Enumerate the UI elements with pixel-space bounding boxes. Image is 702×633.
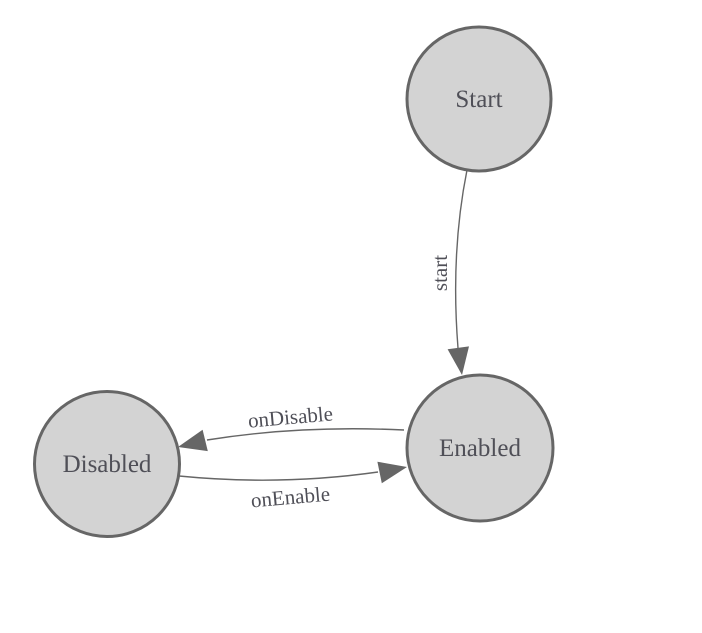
node-start: Start: [405, 25, 553, 173]
node-enabled: Enabled: [405, 373, 555, 523]
edge-onenable: onEnable: [178, 461, 407, 513]
edge-onenable-label: onEnable: [250, 482, 331, 513]
edge-ondisable-arrowhead-icon: [178, 429, 208, 452]
edge-onenable-line: [178, 471, 379, 481]
edge-start: start: [428, 169, 469, 375]
edge-ondisable: onDisable: [178, 401, 405, 452]
edge-start-label: start: [428, 255, 452, 291]
edge-start-line: [454, 169, 468, 349]
node-start-circle: [405, 25, 553, 173]
edge-start-arrowhead-icon: [447, 346, 469, 375]
node-start-label: Start: [455, 86, 502, 113]
node-disabled-label: Disabled: [63, 451, 152, 478]
edge-onenable-arrowhead-icon: [377, 461, 407, 484]
node-enabled-circle: [405, 373, 555, 523]
edge-ondisable-line: [206, 428, 405, 441]
node-disabled: Disabled: [33, 390, 181, 538]
edge-ondisable-label: onDisable: [247, 401, 334, 432]
node-enabled-label: Enabled: [439, 435, 521, 462]
node-disabled-circle: [33, 390, 181, 538]
